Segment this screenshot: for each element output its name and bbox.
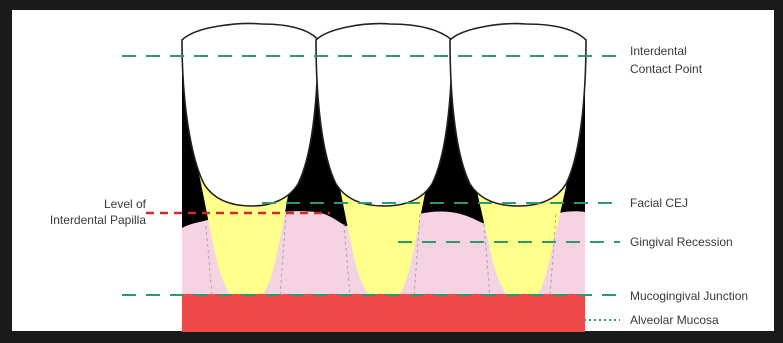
alveolar-mucosa-label: Alveolar Mucosa xyxy=(630,313,719,327)
papilla-level-label-line-1: Level of xyxy=(104,197,147,211)
papilla-level-label-line-2: Interdental Papilla xyxy=(50,213,146,227)
contact-point-label-line-2: Contact Point xyxy=(630,62,703,76)
facial-cej-label: Facial CEJ xyxy=(630,196,688,210)
gingival-recession-label: Gingival Recession xyxy=(630,235,733,249)
crown-tooth-1 xyxy=(182,24,318,206)
mucogingival-junction-label: Mucogingival Junction xyxy=(630,289,748,303)
contact-point-label-line-1: Interdental xyxy=(630,44,687,58)
crown-tooth-3 xyxy=(450,24,586,206)
alveolar-mucosa-band xyxy=(182,294,585,332)
crown-tooth-2 xyxy=(316,24,452,206)
